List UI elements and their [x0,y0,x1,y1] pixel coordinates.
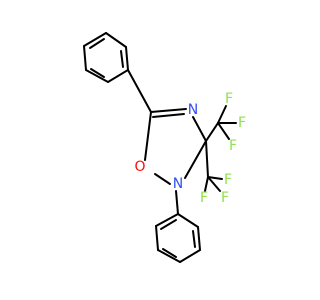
bond [150,108,187,113]
atom-label-f: F [224,172,232,188]
bond [83,45,87,71]
bond [207,176,223,180]
bond [184,140,207,179]
bond [125,46,129,71]
atom-label-f: F [238,115,246,131]
atom-label-f: F [200,190,208,206]
bond [207,176,221,192]
atom-label-o1: O [134,159,145,175]
atom-label-n2: N [173,176,183,192]
bond [105,32,127,48]
bond [152,113,185,118]
bond [192,116,207,142]
bond [204,176,209,192]
bond [179,249,201,263]
bond [217,122,230,140]
bond [157,249,181,263]
atom-label-f: F [221,190,229,206]
bond [175,190,179,215]
atom-labels: O N N F F F F F F [134,91,246,206]
bond [177,213,199,228]
bond [144,111,152,161]
bond [127,69,152,113]
bond [197,226,201,251]
bond [85,69,109,83]
molecule-structure: O N N F F F F F F [83,32,246,263]
bond [83,32,107,47]
atom-label-f: F [225,91,233,107]
bond [155,225,159,251]
bond [205,140,209,178]
bond [205,122,219,142]
bonds [83,32,237,263]
bond [154,173,171,185]
bond [89,38,105,49]
atom-label-f: F [229,138,237,154]
bond [162,248,177,258]
bond [155,213,179,227]
bond [217,105,227,124]
bond [160,219,177,230]
bond [120,50,124,68]
bond [107,69,129,83]
bond [192,230,196,248]
bond [90,68,105,78]
atom-label-n4: N [188,102,198,118]
